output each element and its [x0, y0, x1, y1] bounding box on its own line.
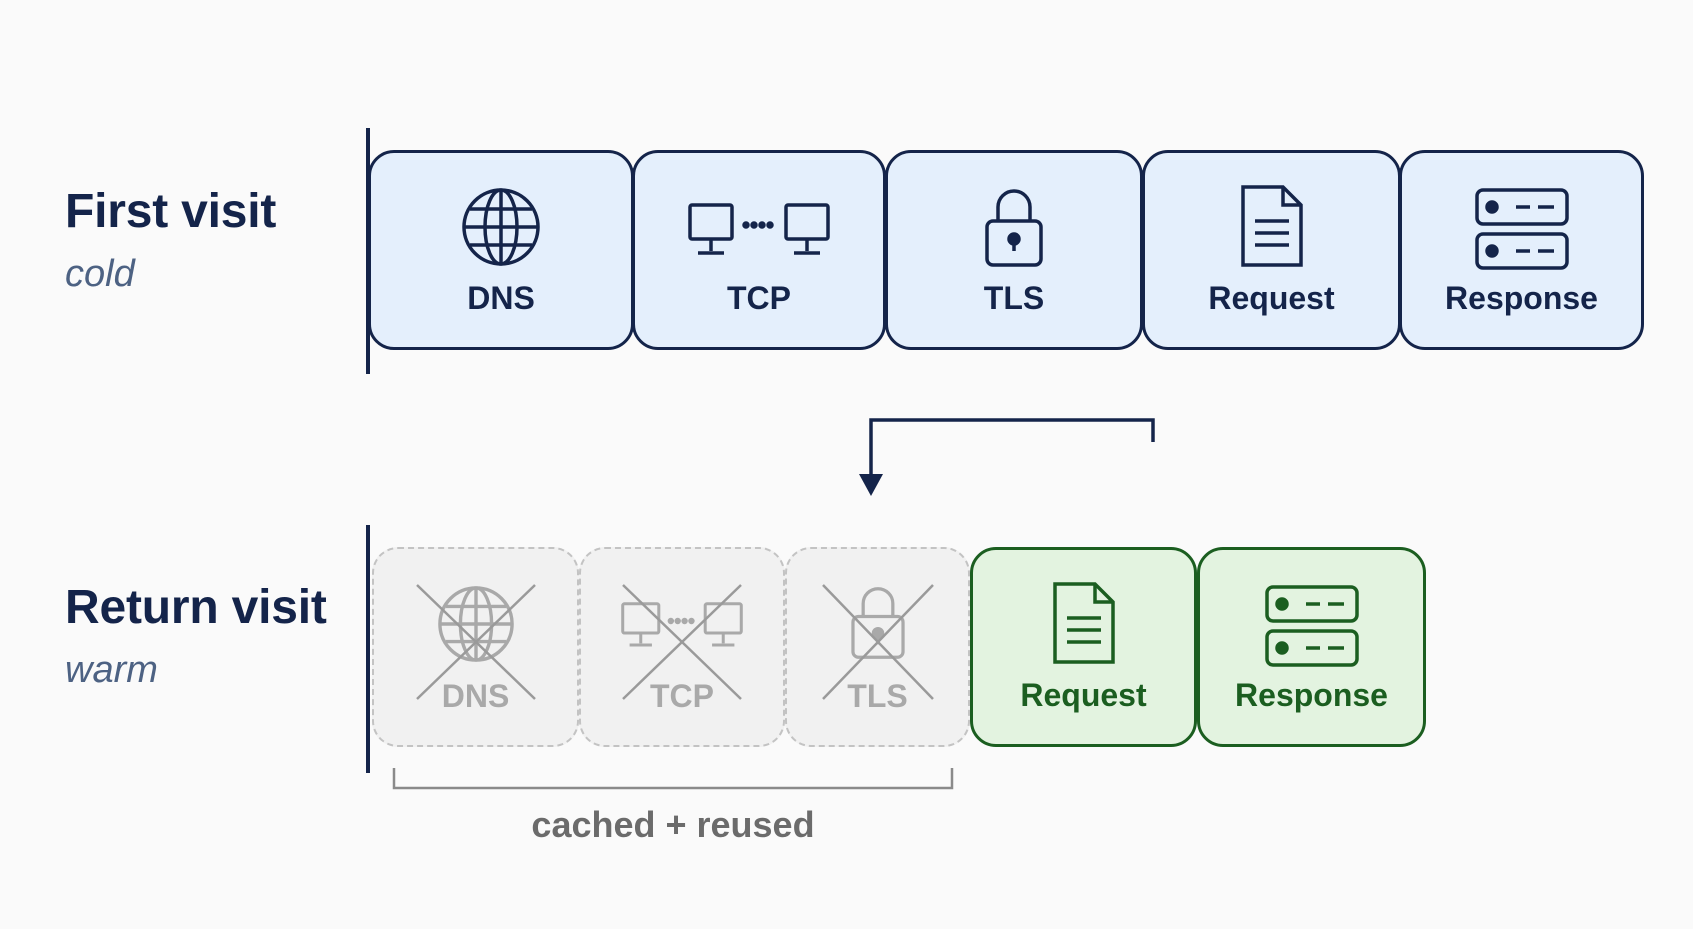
crossed-out-icon — [821, 584, 934, 700]
document-icon — [1051, 580, 1117, 666]
step-label: DNS — [467, 280, 535, 316]
step-request: Request — [970, 547, 1197, 747]
first-visit-label: First visit cold — [65, 185, 277, 296]
server-icon — [1474, 187, 1570, 271]
step-label: TLS — [847, 678, 908, 714]
lock-icon — [984, 187, 1044, 269]
step-label: Response — [1445, 280, 1598, 316]
first-visit-title: First visit — [65, 185, 277, 238]
document-icon — [1239, 183, 1305, 269]
cached-step-tcp: TCP — [579, 547, 785, 747]
step-request: Request — [1142, 150, 1401, 350]
step-label: TLS — [983, 280, 1045, 316]
return-visit-subtitle: warm — [65, 648, 158, 691]
cached-step-dns: DNS — [372, 547, 579, 747]
step-label: Request — [1020, 677, 1147, 713]
network-computers-icon — [688, 203, 830, 261]
cached-note: cached + reused — [531, 804, 815, 845]
step-tcp: TCP — [632, 150, 886, 350]
step-response: Response — [1197, 547, 1426, 747]
server-icon — [1264, 584, 1360, 668]
globe-icon — [461, 187, 541, 267]
step-label: TCP — [650, 678, 714, 714]
return-visit-axis — [366, 525, 370, 773]
step-response: Response — [1399, 150, 1644, 350]
step-label: Response — [1235, 677, 1388, 713]
first-visit-subtitle: cold — [65, 252, 135, 295]
step-tls: TLS — [885, 150, 1143, 350]
return-visit-title: Return visit — [65, 581, 327, 634]
return-visit-label: Return visit warm — [65, 581, 327, 692]
crossed-out-icon — [415, 584, 536, 700]
step-label: TCP — [727, 280, 791, 316]
step-label: DNS — [441, 678, 510, 714]
connector-arrow — [859, 418, 1155, 496]
step-label: Request — [1208, 280, 1335, 316]
crossed-out-icon — [622, 584, 742, 700]
globe-icon — [437, 585, 515, 663]
cached-bracket — [392, 768, 954, 790]
step-dns: DNS — [368, 150, 634, 350]
cached-step-tls: TLS — [785, 547, 970, 747]
